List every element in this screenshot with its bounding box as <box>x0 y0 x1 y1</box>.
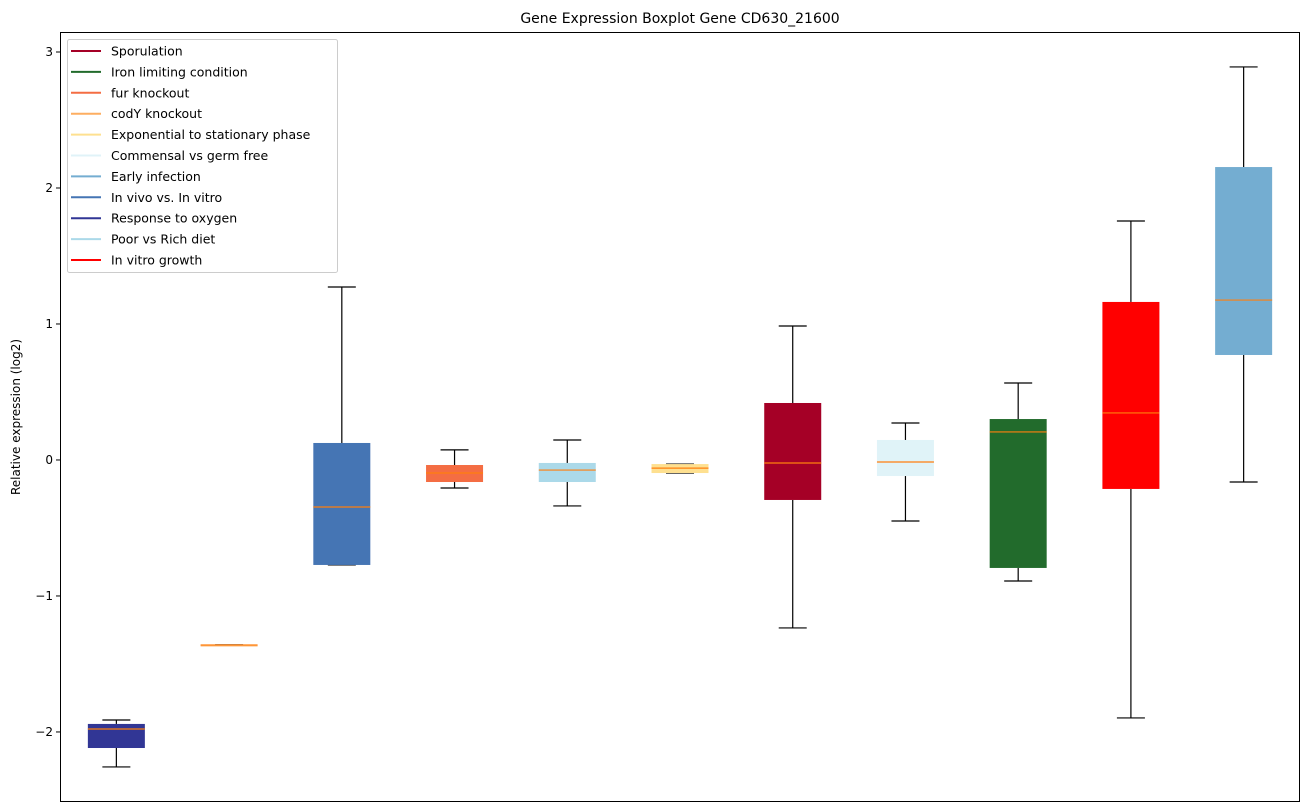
legend-label: Sporulation <box>111 44 183 59</box>
y-tick-label: 3 <box>45 45 53 59</box>
box-group <box>651 463 709 474</box>
legend-label: Iron limiting condition <box>111 64 248 79</box>
box-group <box>313 286 371 566</box>
box-group <box>200 644 258 647</box>
y-tick-label: 0 <box>45 453 53 467</box>
legend-label: Poor vs Rich diet <box>111 232 215 247</box>
box-iqr <box>87 723 145 749</box>
legend-label: Exponential to stationary phase <box>111 127 311 142</box>
legend-label: Commensal vs germ free <box>111 148 268 163</box>
box-iqr <box>538 462 596 483</box>
y-tick-label: 1 <box>45 317 53 331</box>
box-group <box>426 449 484 489</box>
box-iqr <box>200 644 258 647</box>
legend-label: codY knockout <box>111 106 202 121</box>
legend-label: In vitro growth <box>111 253 202 268</box>
box-iqr <box>764 402 822 500</box>
box-group <box>1215 66 1273 483</box>
y-tick-label: 2 <box>45 181 53 195</box>
box-iqr <box>313 442 371 565</box>
box-iqr <box>1215 167 1273 355</box>
chart-title: Gene Expression Boxplot Gene CD630_21600 <box>520 11 839 27</box>
legend-label: Early infection <box>111 169 201 184</box>
box-group <box>1102 220 1160 719</box>
legend-label: Response to oxygen <box>111 211 237 226</box>
box-iqr <box>989 419 1047 568</box>
y-axis-label: Relative expression (log2) <box>9 339 23 495</box>
y-axis: −2 −1 0 1 2 3 <box>35 45 60 739</box>
box-group <box>876 422 934 522</box>
boxes-layer <box>87 66 1273 768</box>
box-group <box>87 719 145 768</box>
box-iqr <box>1102 301 1160 489</box>
box-group <box>989 382 1047 582</box>
box-group <box>764 325 822 629</box>
legend-box <box>67 39 338 273</box>
legend-label: fur knockout <box>111 85 189 100</box>
legend-label: In vivo vs. In vitro <box>111 190 222 205</box>
box-group <box>538 439 596 507</box>
y-tick-label: −1 <box>35 589 53 603</box>
box-iqr <box>876 439 934 477</box>
plot-frame <box>60 32 1300 802</box>
y-tick-label: −2 <box>35 725 53 739</box>
